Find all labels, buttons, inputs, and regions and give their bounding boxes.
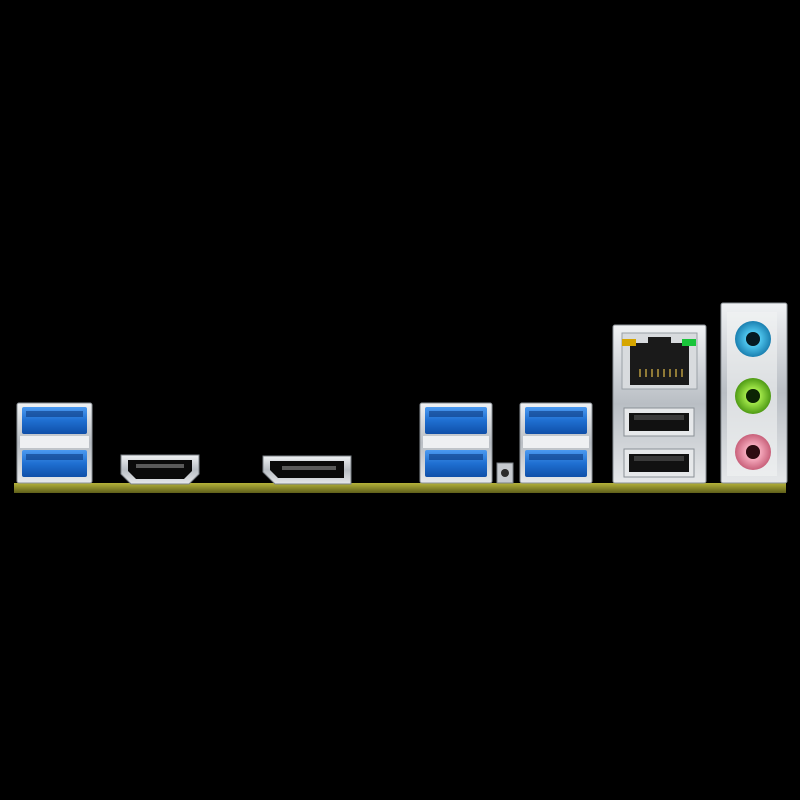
usb3-stack-3 xyxy=(519,402,593,484)
usb3-stack-2 xyxy=(419,402,493,484)
hdmi-port xyxy=(120,454,200,485)
usb3-stack-1 xyxy=(16,402,93,484)
pcb-edge xyxy=(14,483,786,493)
lan-led-green xyxy=(682,339,696,346)
bios-flashback-button xyxy=(496,462,514,484)
audio-jack-stack xyxy=(720,302,788,484)
lan-led-yellow xyxy=(622,339,636,346)
displayport-port xyxy=(262,455,352,485)
lan-usb2-combo xyxy=(612,324,707,484)
